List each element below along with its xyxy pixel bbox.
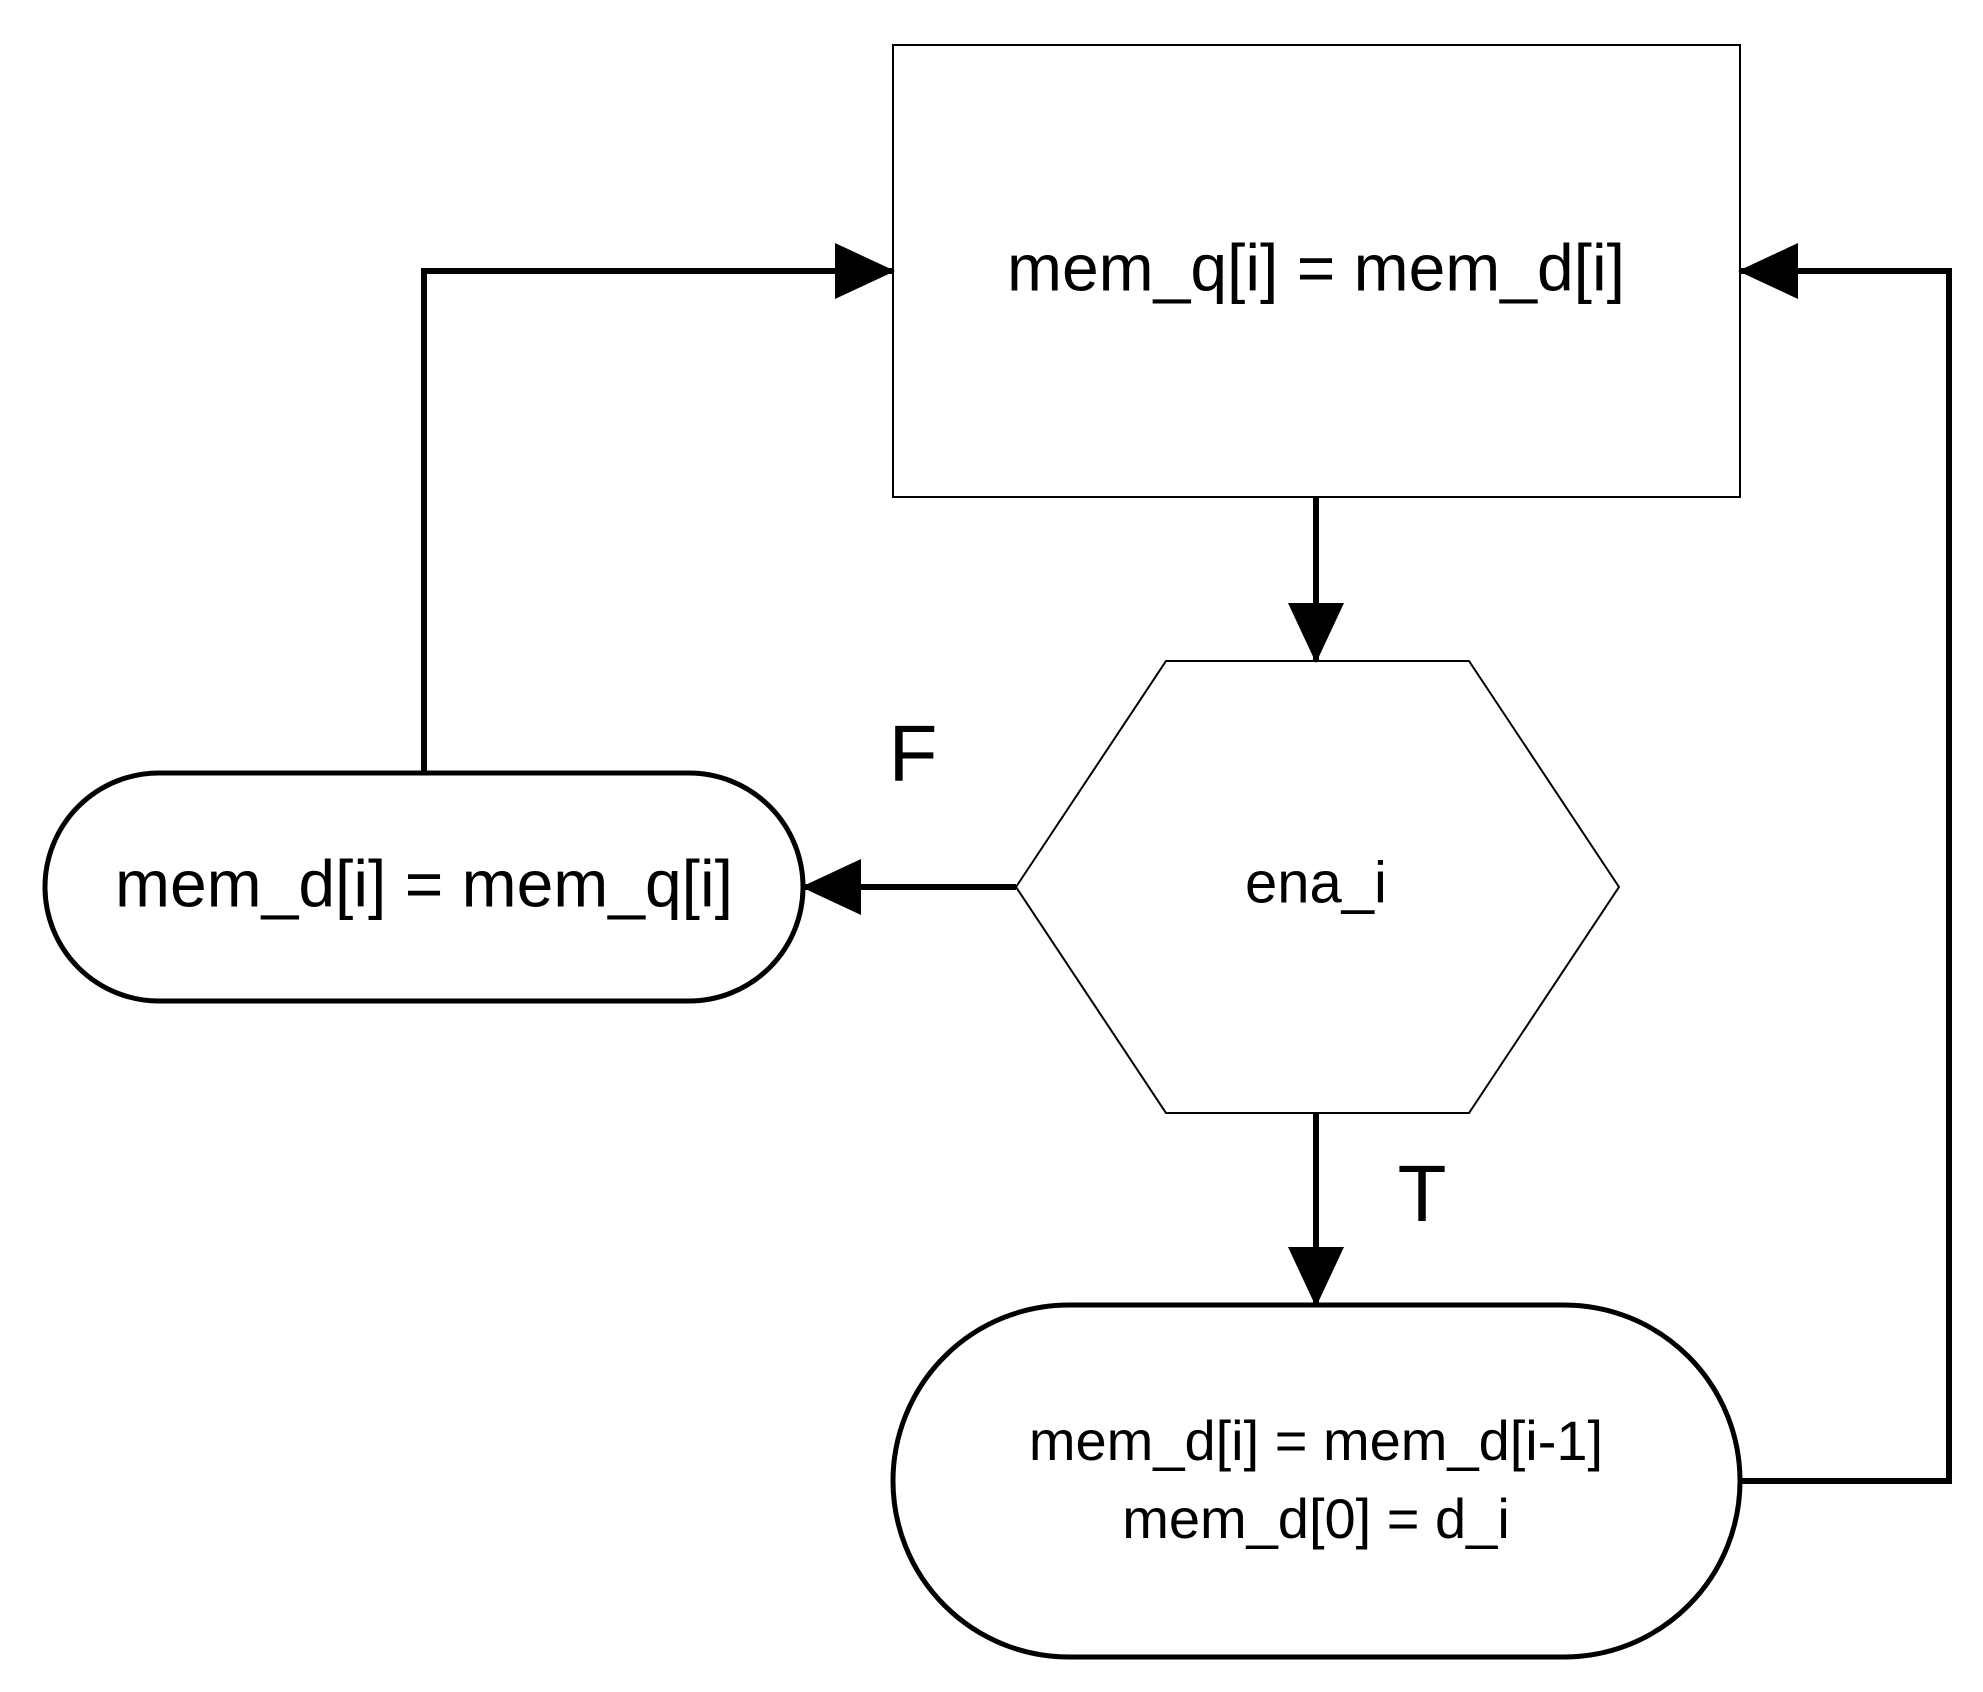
false-action-node: mem_d[i] = mem_q[i] — [42, 770, 806, 1004]
decision-node: ena_i — [1014, 660, 1621, 1114]
true-action-label-line1: mem_d[i] = mem_d[i-1] — [1029, 1409, 1603, 1472]
process-box: mem_q[i] = mem_d[i] — [892, 44, 1741, 498]
false-action-label: mem_d[i] = mem_q[i] — [115, 846, 733, 920]
true-action-node: mem_d[i] = mem_d[i-1] mem_d[0] = d_i — [890, 1302, 1743, 1660]
true-action-shape — [890, 1302, 1743, 1660]
edge-true-loop — [1738, 243, 1952, 1484]
process-box-label: mem_q[i] = mem_d[i] — [1007, 230, 1625, 304]
decision-label: ena_i — [1245, 850, 1387, 915]
true-branch-label: T — [1398, 1149, 1447, 1238]
false-branch-label: F — [889, 709, 938, 798]
edge-false-loop — [421, 243, 895, 773]
true-action-label-line2: mem_d[0] = d_i — [1122, 1487, 1510, 1550]
